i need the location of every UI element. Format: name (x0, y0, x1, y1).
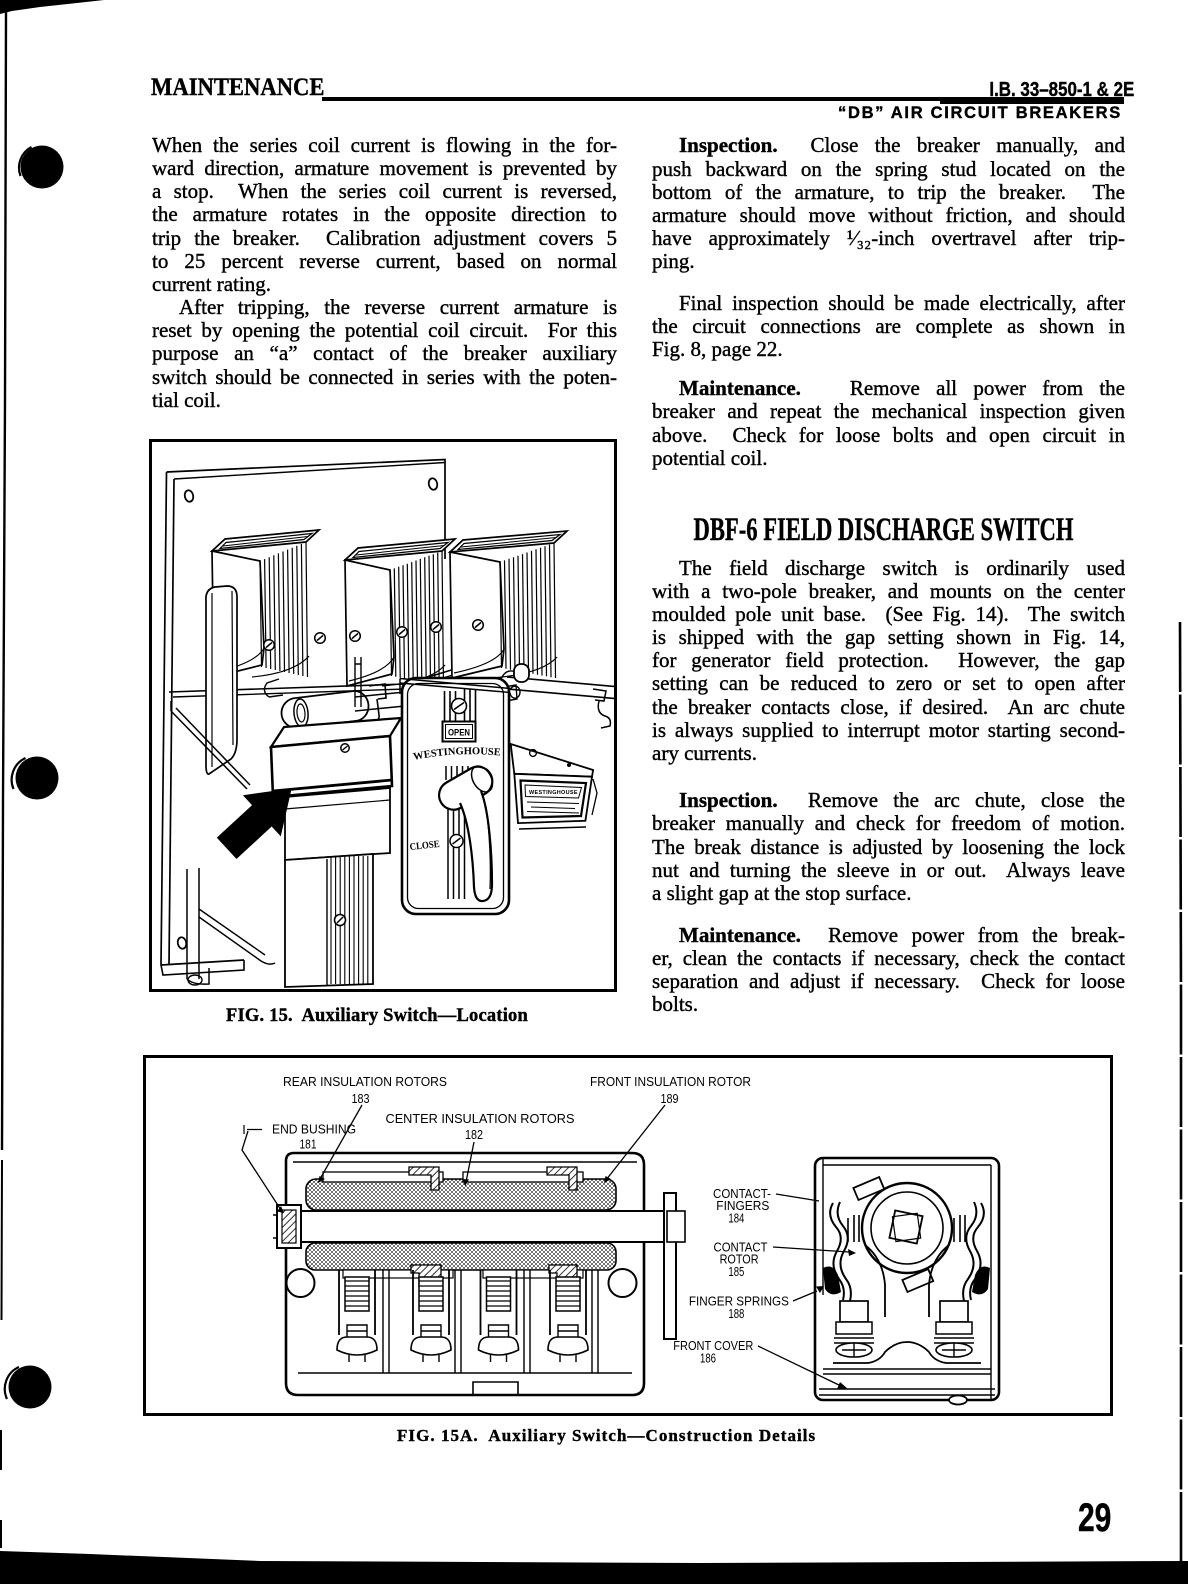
svg-text:188: 188 (728, 1306, 744, 1321)
svg-text:186: 186 (700, 1351, 716, 1366)
svg-text:CONTACT-: CONTACT- (713, 1186, 771, 1201)
svg-text:CENTER INSULATION ROTORS: CENTER INSULATION ROTORS (386, 1111, 575, 1126)
svg-text:182: 182 (465, 1127, 483, 1142)
svg-text:OPEN: OPEN (448, 728, 470, 739)
svg-text:CONTACT: CONTACT (714, 1240, 768, 1255)
svg-text:REAR INSULATION ROTORS: REAR INSULATION ROTORS (283, 1074, 447, 1089)
svg-text:181: 181 (300, 1137, 317, 1152)
svg-text:END BUSHING: END BUSHING (272, 1122, 356, 1137)
svg-text:189: 189 (661, 1091, 679, 1106)
svg-text:WESTINGHOUSE: WESTINGHOUSE (529, 790, 578, 796)
svg-text:FRONT INSULATION ROTOR: FRONT INSULATION ROTOR (590, 1074, 751, 1089)
svg-text:CLOSE: CLOSE (409, 839, 440, 853)
svg-text:FINGERS: FINGERS (716, 1198, 769, 1213)
svg-text:FRONT COVER: FRONT COVER (673, 1338, 753, 1353)
svg-text:ROTOR: ROTOR (720, 1252, 759, 1267)
svg-text:185: 185 (728, 1264, 744, 1279)
svg-text:184: 184 (728, 1211, 744, 1226)
svg-text:FINGER SPRINGS: FINGER SPRINGS (689, 1294, 789, 1309)
svg-text:183: 183 (352, 1091, 370, 1106)
